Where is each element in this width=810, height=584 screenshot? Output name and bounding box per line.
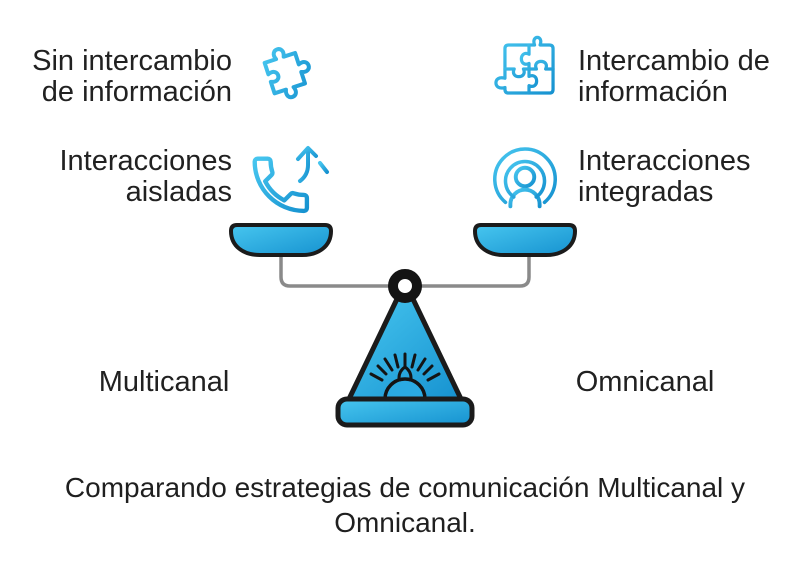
scale-pan-left (229, 223, 333, 257)
caption-line: Omnicanal. (334, 507, 476, 538)
scale-base (335, 396, 475, 428)
label-line: de información (41, 76, 232, 108)
label-line: aisladas (125, 176, 232, 208)
phone-outgoing-icon (242, 134, 334, 228)
puzzle-piece-icon (250, 32, 326, 108)
caption: Comparando estrategias de comunicación M… (35, 470, 775, 540)
label-integrated: Interacciones integradas (578, 146, 810, 208)
label-line: Sin intercambio (32, 45, 232, 77)
gauge-needle (397, 365, 413, 391)
label-no-exchange: Sin intercambio de información (0, 46, 232, 108)
label-line: información (578, 76, 728, 108)
label-line: integradas (578, 176, 714, 208)
caption-line: Comparando estrategias de comunicación M… (64, 472, 746, 503)
label-line: Interacciones (59, 145, 233, 177)
gauge-dome (383, 377, 427, 401)
label-multicanal: Multicanal (98, 366, 230, 398)
label-omnicanal: Omnicanal (575, 366, 715, 398)
scale-pan-right (473, 223, 577, 257)
label-line: Interacciones (578, 145, 751, 177)
balance-scale-icon (225, 215, 585, 432)
broadcast-person-icon (486, 136, 564, 218)
label-isolated: Interacciones aisladas (0, 145, 233, 208)
label-exchange: Intercambio de información (578, 46, 810, 108)
gauge-rays (369, 352, 441, 382)
scale-pivot (388, 269, 422, 303)
label-line: Intercambio de (578, 45, 770, 77)
puzzle-grid-icon (492, 32, 566, 106)
